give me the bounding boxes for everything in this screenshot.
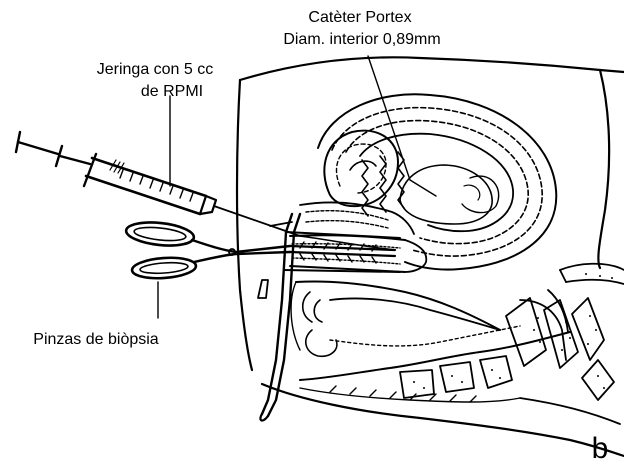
catheter-leader-line	[368, 56, 436, 196]
body-outline	[237, 57, 624, 456]
syringe	[16, 132, 300, 236]
cervix	[300, 152, 414, 234]
syringe-label-line2: de RPMI	[141, 83, 203, 100]
rectum	[291, 281, 570, 380]
forceps-label: Pinzas de biòpsia	[33, 331, 159, 348]
perineum	[300, 386, 520, 402]
speculum	[258, 214, 400, 420]
catheter-label-line2: Diam. interior 0,89mm	[283, 31, 440, 48]
catheter-label-line1: Catèter Portex	[308, 9, 411, 26]
bladder	[324, 131, 398, 207]
syringe-label-line1: Jeringa con 5 cc	[97, 61, 214, 78]
panel-letter: b	[592, 432, 609, 465]
uterus	[318, 94, 556, 269]
bone-stipple	[413, 273, 613, 389]
